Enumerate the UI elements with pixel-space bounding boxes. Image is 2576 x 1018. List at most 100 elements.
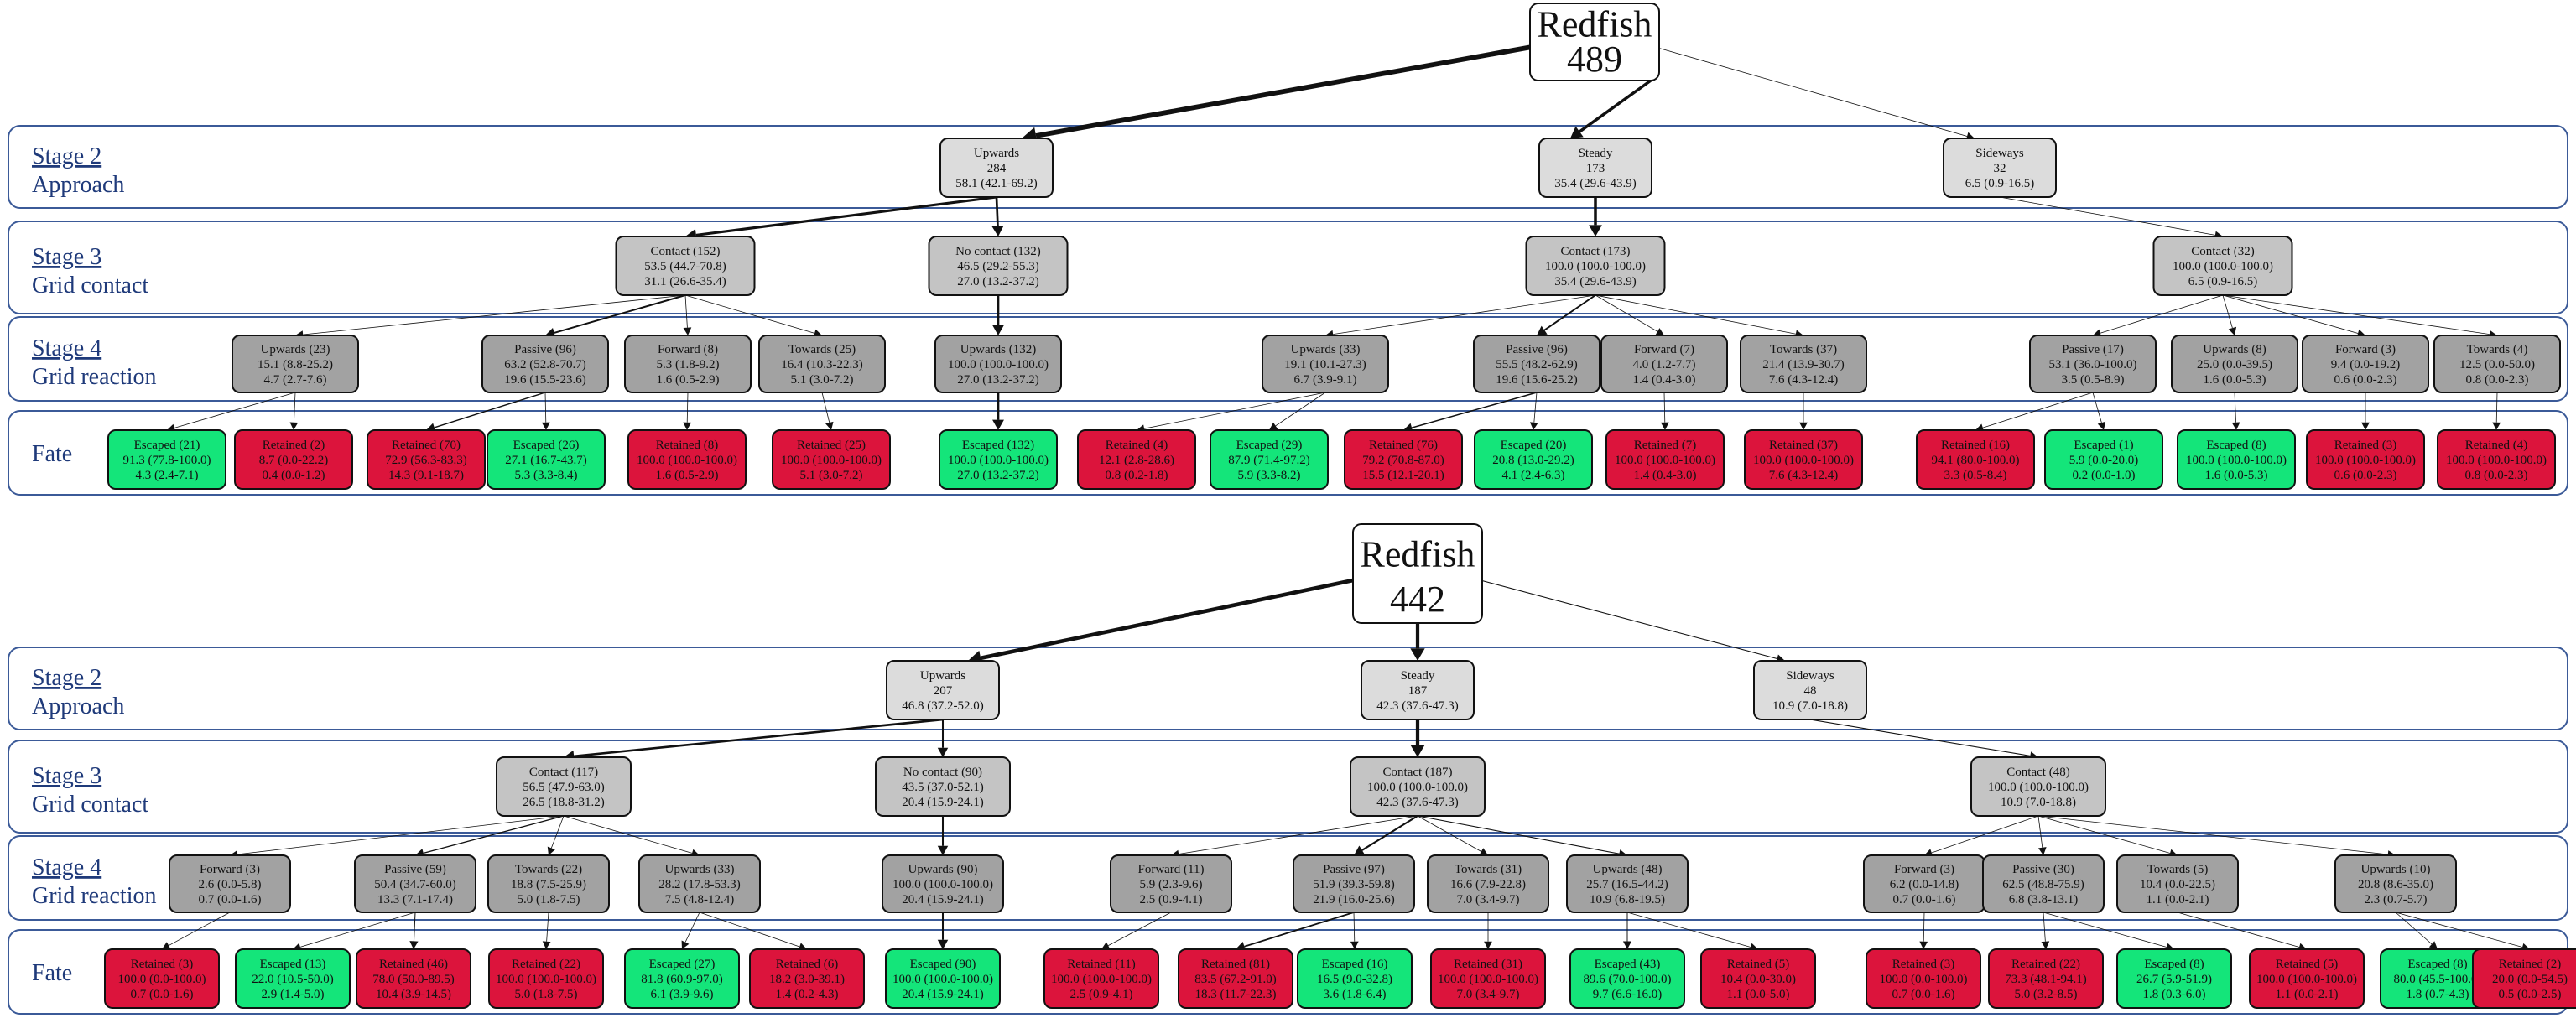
fate-escaped-node-box: [235, 948, 351, 1009]
reaction-node-line: 51.9 (39.3-59.8): [1313, 878, 1395, 891]
arrow-head: [681, 940, 690, 949]
reaction-node: Passive (30)62.5 (48.8-75.9)6.8 (3.8-13.…: [1982, 854, 2105, 913]
reaction-node-line: 21.4 (13.9-30.7): [1762, 358, 1845, 371]
reaction-node-line: 0.8 (0.0-2.3): [2466, 373, 2529, 387]
fate-escaped-node-line: 27.0 (13.2-37.2): [957, 469, 1039, 482]
reaction-node: Towards (31)16.6 (7.9-22.8)7.0 (3.4-9.7): [1427, 854, 1549, 913]
fate-escaped-node-box: [2116, 948, 2232, 1009]
stage-description: Approach: [32, 693, 124, 719]
arrow-head: [547, 846, 555, 855]
reaction-node: Passive (96)55.5 (48.2-62.9)19.6 (15.6-2…: [1473, 335, 1600, 393]
fate-escaped-node-line: 22.0 (10.5-50.0): [252, 973, 334, 986]
reaction-node-line: 4.0 (1.2-7.7): [1633, 358, 1696, 371]
fate-retained-node-line: 100.0 (0.0-100.0): [118, 973, 206, 986]
fate-escaped-node-box: [2044, 429, 2163, 490]
approach-node-line: 46.8 (37.2-52.0): [902, 699, 984, 713]
fate-retained-node-line: 0.7 (0.0-1.6): [1892, 988, 1955, 1001]
arrow-head: [2097, 421, 2106, 430]
fate-retained-node-line: 100.0 (100.0-100.0): [637, 454, 737, 467]
edges: [167, 43, 2501, 433]
flow-edge: [303, 294, 686, 335]
reaction-node: Upwards (8)25.0 (0.0-39.5)1.6 (0.0-5.3): [2171, 335, 2298, 393]
fate-retained-node-line: 100.0 (100.0-100.0): [1615, 454, 1715, 467]
arrow-head: [683, 327, 692, 335]
fate-retained-node-line: 5.0 (1.8-7.5): [515, 988, 578, 1001]
reaction-node: Towards (4)12.5 (0.0-50.0)0.8 (0.0-2.3): [2433, 335, 2561, 393]
approach-node-line: 173: [1586, 162, 1605, 175]
flow-edge: [1361, 815, 1418, 851]
fate-retained-node-box: [1344, 429, 1463, 490]
fate-retained-node-box: [772, 429, 891, 490]
fate-retained-node-line: 73.3 (48.1-94.1): [2005, 973, 2087, 986]
fate-retained-node: Retained (8)100.0 (100.0-100.0)1.6 (0.5-…: [627, 429, 747, 490]
fate-retained-node-line: 7.6 (4.3-12.4): [1769, 469, 1839, 482]
fate-escaped-node-line: Escaped (132): [962, 439, 1034, 452]
fate-retained-node-line: 1.6 (0.5-2.9): [656, 469, 719, 482]
approach-node-box: [1943, 138, 2057, 198]
fate-retained-node-box: [356, 948, 471, 1009]
fate-escaped-node-box: [1569, 948, 1685, 1009]
fate-retained-node-line: Retained (11): [1067, 958, 1136, 971]
fate-escaped-node-line: 1.8 (0.7-4.3): [2407, 988, 2469, 1001]
fate-retained-node: Retained (76)79.2 (70.8-87.0)15.5 (12.1-…: [1344, 429, 1463, 490]
contact-node: Contact (48)100.0 (100.0-100.0)10.9 (7.0…: [1970, 756, 2106, 817]
fate-retained-node-line: Retained (2): [263, 439, 325, 452]
fate-escaped-node: Escaped (132)100.0 (100.0-100.0)27.0 (13…: [939, 429, 1058, 490]
reaction-node-line: 7.0 (3.4-9.7): [1457, 893, 1520, 906]
fate-retained-node-line: 83.5 (67.2-91.0): [1194, 973, 1277, 986]
fate-retained-node-line: 0.8 (0.2-1.8): [1106, 469, 1168, 482]
flow-edge: [550, 815, 565, 849]
reaction-node-line: 6.7 (3.9-9.1): [1294, 373, 1357, 387]
approach-node-line: Upwards: [974, 147, 1019, 160]
reaction-node-line: 19.6 (15.6-25.2): [1496, 373, 1578, 387]
flow-edge: [821, 392, 830, 423]
contact-node-line: Contact (32): [2191, 245, 2254, 258]
arrow-head: [683, 422, 692, 430]
reaction-node-line: 28.2 (17.8-53.3): [658, 878, 741, 891]
reaction-node-line: 0.7 (0.0-1.6): [1893, 893, 1956, 906]
fate-escaped-node-line: 87.9 (71.4-97.2): [1228, 454, 1310, 467]
stage-description: Grid contact: [32, 273, 148, 299]
reaction-node-box: [1293, 854, 1415, 913]
fate-escaped-node-line: 81.8 (60.9-97.0): [641, 973, 723, 986]
fate-retained-node-line: Retained (2): [2499, 958, 2562, 971]
approach-node-line: 48: [1804, 684, 1817, 698]
flow-edge: [1353, 912, 1356, 942]
reaction-node-line: 2.6 (0.0-5.8): [199, 878, 262, 891]
reaction-node-line: 100.0 (100.0-100.0): [948, 358, 1049, 371]
reaction-node-box: [1740, 335, 1867, 393]
approach-node-line: Upwards: [920, 669, 965, 683]
reaction-node-line: 7.6 (4.3-12.4): [1769, 373, 1839, 387]
flow-edge: [1931, 815, 2039, 854]
fate-retained-node-line: 100.0 (100.0-100.0): [496, 973, 596, 986]
stage-name: Stage 3: [32, 763, 101, 789]
fate-escaped-node-line: Escaped (29): [1236, 439, 1303, 452]
arrow-head: [1529, 422, 1538, 430]
fate-escaped-node-box: [2177, 429, 2296, 490]
root-title: Redfish: [1361, 534, 1475, 575]
flow-edge: [2234, 392, 2236, 423]
reaction-node: Passive (17)53.1 (36.0-100.0)3.5 (0.5-8.…: [2029, 335, 2157, 393]
contact-node-line: 43.5 (37.0-52.1): [902, 781, 984, 794]
fate-escaped-node: Escaped (13)22.0 (10.5-50.0)2.9 (1.4-5.0…: [235, 948, 351, 1009]
fate-escaped-node-box: [1297, 948, 1413, 1009]
reaction-node-line: 25.7 (16.5-44.2): [1586, 878, 1668, 891]
reaction-node: Towards (5)10.4 (0.0-22.5)1.1 (0.0-2.1): [2116, 854, 2239, 913]
flow-edge: [563, 815, 693, 854]
reaction-node-line: 12.5 (0.0-50.0): [2459, 358, 2535, 371]
reaction-node-line: 1.6 (0.5-2.9): [657, 373, 720, 387]
reaction-node-line: 19.6 (15.5-23.6): [504, 373, 586, 387]
fate-escaped-node-line: 100.0 (100.0-100.0): [2186, 454, 2287, 467]
contact-node-line: 20.4 (15.9-24.1): [902, 796, 984, 809]
fate-escaped-node: Escaped (27)81.8 (60.9-97.0)6.1 (3.9-9.6…: [624, 948, 740, 1009]
reaction-node: Upwards (132)100.0 (100.0-100.0)27.0 (13…: [934, 335, 1062, 393]
fate-retained-node-line: Retained (16): [1941, 439, 2010, 452]
flow-edge: [2092, 392, 2102, 423]
approach-node-line: Sideways: [1786, 669, 1834, 683]
flow-edge: [695, 195, 997, 236]
